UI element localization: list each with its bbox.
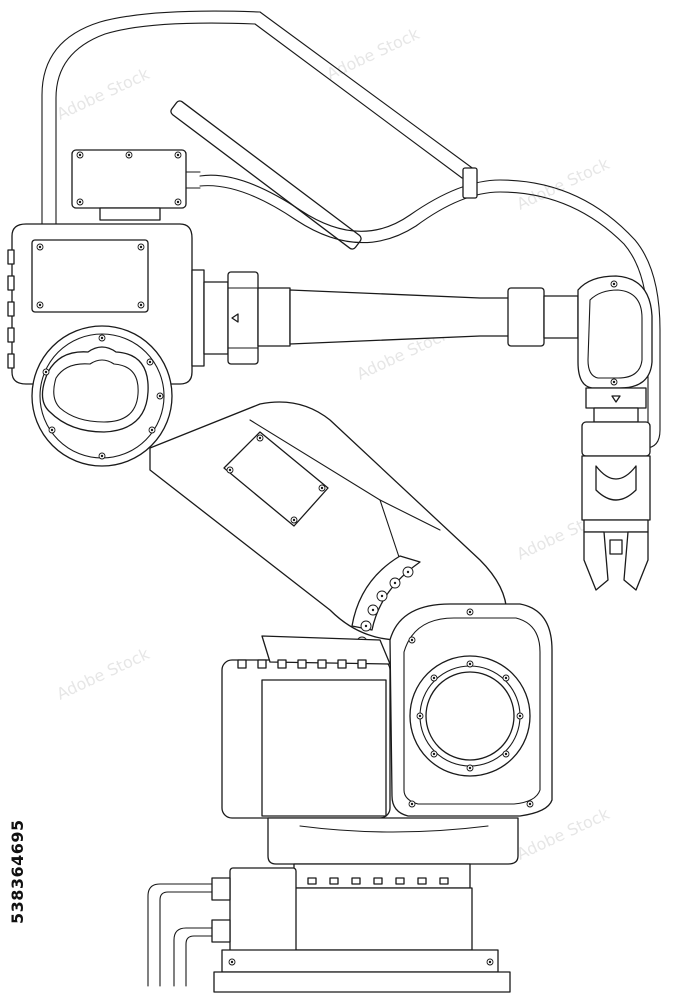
shoulder-nameplate [32,240,148,312]
bolt-center [364,624,368,628]
bolt-center [504,752,508,756]
bolt-center [139,303,143,307]
stock-id-label: 538364695 [8,819,27,925]
bolt-center [528,802,532,806]
bolt-center [410,638,414,642]
bolt-center [612,282,616,286]
bolt-center [127,153,131,157]
bolt-center [432,752,436,756]
bolt-center [504,676,508,680]
bolt-center [100,336,104,340]
bolt-center [44,370,48,374]
pedestal [148,818,518,992]
bolt-center [292,518,296,522]
bolt-center [468,610,472,614]
bolt-center [228,468,232,472]
shoulder-housing [8,224,192,466]
bolt-center [320,486,324,490]
upper-arm [150,402,507,647]
cable-sleeve [169,99,362,250]
watermark-text: Adobe Stock [514,154,613,214]
bolt-center [432,676,436,680]
watermark-text: Adobe Stock [54,644,153,704]
forearm [192,270,652,422]
bolt-center [78,200,82,204]
bolt-center [371,608,375,612]
gripper [582,422,650,590]
bolt-center [158,394,162,398]
junction-box [72,150,200,220]
bolt-center [418,714,422,718]
bolt-center [230,960,234,964]
bolt-center [148,360,152,364]
triangle-marker-icon [232,314,238,322]
bolt-center [468,766,472,770]
bolt-center [406,570,410,574]
bolt-center [176,153,180,157]
bolt-center [176,200,180,204]
bolt-center [139,245,143,249]
bolt-center [380,594,384,598]
bolt-center [393,581,397,585]
watermark-text: Adobe Stock [54,64,153,124]
base-motor [222,604,552,818]
triangle-marker-icon [612,396,620,402]
bolt-center [150,428,154,432]
arm-nameplate [224,432,328,526]
bolt-center [468,662,472,666]
bolt-center [38,303,42,307]
cable-harness [42,11,660,448]
bolt-center [38,245,42,249]
bolt-center [518,714,522,718]
bolt-center [258,436,262,440]
bolt-center [78,153,82,157]
cable-clamp [463,168,477,198]
bolt-center [488,960,492,964]
bolt-center [100,454,104,458]
bolt-center [410,802,414,806]
bolt-center [612,380,616,384]
watermark-text: Adobe Stock [324,24,423,84]
bolt-center [50,428,54,432]
